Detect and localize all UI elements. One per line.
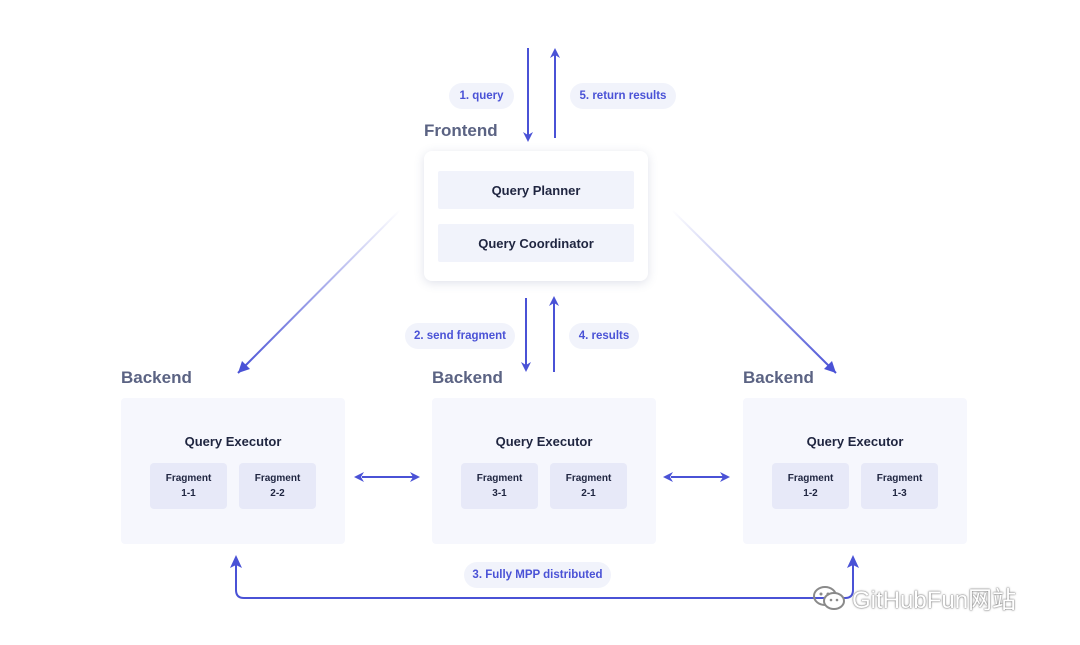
fragment-1-3: Fragment 1-3 [861,463,938,509]
fragment-1-2: Fragment 1-2 [772,463,849,509]
frontend-title: Frontend [424,121,498,140]
fragment-label: Fragment [165,473,212,484]
fragment-1-1: Fragment 1-1 [150,463,227,509]
fragment-label: Fragment [787,473,834,484]
backend-title-3: Backend [743,368,814,387]
fragment-label: Fragment [876,473,923,484]
watermark-text: GitHubFun网站 [852,587,1017,614]
backend-box-2: Query Executor Fragment 3-1 Fragment 2-1 [432,398,656,544]
fragment-label: Fragment [565,473,612,484]
fragment-label: Fragment [476,473,523,484]
wechat-icon [813,585,845,610]
fragment-3-1: Fragment 3-1 [461,463,538,509]
fragment-id: 1-1 [181,488,196,499]
fragment-id: 2-1 [581,488,596,499]
query-executor-3: Query Executor [806,434,904,449]
query-planner: Query Planner [438,171,634,209]
mpp-loop-arrow [235,560,854,599]
query-executor-2: Query Executor [495,434,593,449]
return-results-label: 5. return results [570,83,676,109]
fragment-label: Fragment [254,473,301,484]
watermark: GitHubFun网站 [812,580,1016,615]
fragment-id: 2-2 [270,488,285,499]
fragment-id: 3-1 [492,488,507,499]
frontend-to-right-backend-arrow [671,209,837,374]
frontend-to-left-backend-arrow [237,209,401,374]
fragment-2-1: Fragment 2-1 [550,463,627,509]
fragment-id: 1-3 [892,488,907,499]
frontend-box: Query Planner Query Coordinator [424,151,648,281]
mpp-label: 3. Fully MPP distributed [464,562,611,588]
query-executor-1: Query Executor [184,434,282,449]
query-label: 1. query [449,83,514,109]
backend-box-1: Query Executor Fragment 1-1 Fragment 2-2 [121,398,345,544]
fragment-id: 1-2 [803,488,818,499]
backend-box-3: Query Executor Fragment 1-2 Fragment 1-3 [743,398,967,544]
send-fragment-label: 2. send fragment [405,323,515,349]
backend-title-1: Backend [121,368,192,387]
backend-title-2: Backend [432,368,503,387]
results-label: 4. results [569,323,639,349]
query-coordinator: Query Coordinator [438,224,634,262]
fragment-2-2: Fragment 2-2 [239,463,316,509]
